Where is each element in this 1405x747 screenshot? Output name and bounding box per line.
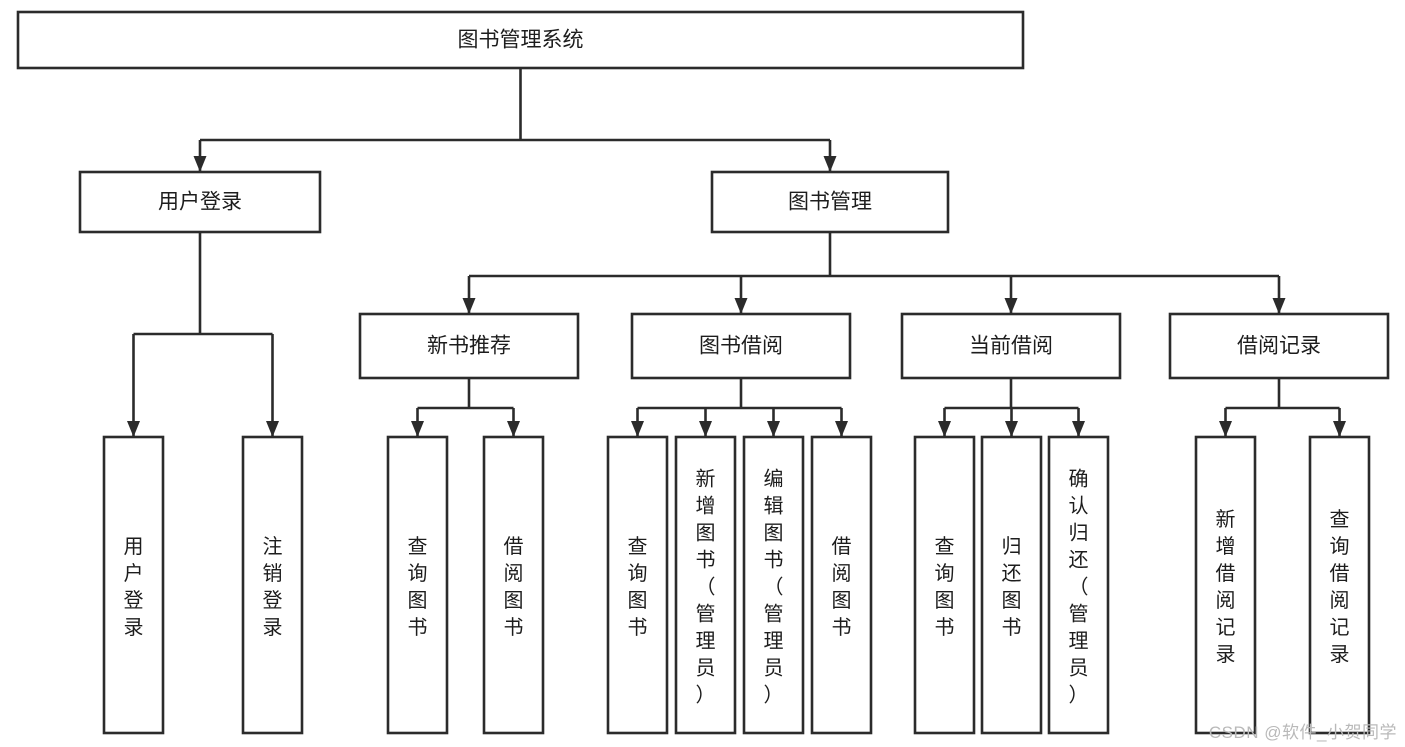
node-root-0[interactable]: 图书管理系统 [16,10,1025,70]
arrow-head-icon [193,156,207,172]
node-leaf-7[interactable]: 借阅图书 [810,435,873,735]
arrow-head-icon [266,421,279,437]
node-box[interactable] [630,312,852,380]
node-label: 查询借阅记录 [1330,508,1350,666]
node-box[interactable] [358,312,580,380]
node-box[interactable] [980,435,1043,735]
node-leaf-0[interactable]: 用户登录 [102,435,165,735]
node-box[interactable] [78,170,322,234]
node-leaf-1[interactable]: 注销登录 [241,435,304,735]
node-box[interactable] [241,435,304,735]
connector-新书推荐-to-leaves [411,378,520,437]
node-label: 图书管理系统 [458,29,584,52]
arrow-head-icon [734,298,748,314]
node-level2-3[interactable]: 借阅记录 [1168,312,1390,380]
connector-bookmgmt-to-level2 [462,232,1286,314]
node-label: 图书管理 [788,191,872,214]
arrow-head-icon [699,421,712,437]
node-level1-1[interactable]: 图书管理 [710,170,950,234]
arrow-head-icon [1004,298,1018,314]
node-box[interactable] [1168,312,1390,380]
arrow-head-icon [823,156,837,172]
node-box[interactable] [1308,435,1371,735]
arrow-head-icon [127,421,140,437]
node-box[interactable] [674,435,737,735]
node-label: 归还图书 [1002,535,1022,639]
node-leaf-2[interactable]: 查询图书 [386,435,449,735]
arrow-head-icon [1272,298,1286,314]
node-leaf-9[interactable]: 归还图书 [980,435,1043,735]
node-box[interactable] [710,170,950,234]
node-level2-2[interactable]: 当前借阅 [900,312,1122,380]
node-layer: 图书管理系统用户登录图书管理新书推荐图书借阅当前借阅借阅记录用户登录注销登录查询… [16,10,1390,735]
node-label: 查询图书 [935,535,955,639]
node-box[interactable] [606,435,669,735]
node-label: 注销登录 [263,535,283,639]
connector-userlogin-to-leaves [127,232,279,437]
node-leaf-12[interactable]: 查询借阅记录 [1308,435,1371,735]
node-leaf-4[interactable]: 查询图书 [606,435,669,735]
node-box[interactable] [913,435,976,735]
node-box[interactable] [1047,435,1110,735]
arrow-head-icon [1072,421,1085,437]
node-box[interactable] [1194,435,1257,735]
node-box[interactable] [16,10,1025,70]
node-label: 借阅图书 [832,535,852,639]
node-leaf-6[interactable]: 编辑图书（管理员） [742,435,805,735]
node-label: 新增图书（管理员） [696,468,716,707]
arrow-head-icon [411,421,424,437]
node-leaf-10[interactable]: 确认归还（管理员） [1047,435,1110,735]
node-box[interactable] [810,435,873,735]
node-level2-1[interactable]: 图书借阅 [630,312,852,380]
node-leaf-3[interactable]: 借阅图书 [482,435,545,735]
node-level1-0[interactable]: 用户登录 [78,170,322,234]
node-box[interactable] [386,435,449,735]
arrow-head-icon [1333,421,1346,437]
node-box[interactable] [742,435,805,735]
node-label: 用户登录 [158,191,242,214]
node-label: 用户登录 [124,536,144,639]
arrow-head-icon [507,421,520,437]
arrow-head-icon [767,421,780,437]
node-label: 借阅图书 [504,535,524,639]
node-box[interactable] [102,435,165,735]
connector-当前借阅-to-leaves [938,378,1085,437]
connector-借阅记录-to-leaves [1219,378,1346,437]
node-label: 编辑图书（管理员） [764,468,784,707]
arrow-head-icon [1005,421,1018,437]
node-label: 确认归还（管理员） [1069,468,1089,707]
node-leaf-5[interactable]: 新增图书（管理员） [674,435,737,735]
node-leaf-11[interactable]: 新增借阅记录 [1194,435,1257,735]
connector-图书借阅-to-leaves [631,378,848,437]
node-label: 图书借阅 [699,335,783,358]
connector-root-to-level1 [193,68,837,172]
node-level2-0[interactable]: 新书推荐 [358,312,580,380]
arrow-head-icon [1219,421,1232,437]
node-label: 新书推荐 [427,335,511,358]
node-leaf-8[interactable]: 查询图书 [913,435,976,735]
node-box[interactable] [482,435,545,735]
node-label: 当前借阅 [969,335,1053,358]
arrow-head-icon [835,421,848,437]
node-box[interactable] [900,312,1122,380]
node-label: 查询图书 [408,535,428,639]
arrow-head-icon [938,421,951,437]
node-label: 查询图书 [628,535,648,639]
node-label: 借阅记录 [1237,335,1321,358]
arrow-head-icon [462,298,476,314]
edge-layer [127,68,1346,437]
node-label: 新增借阅记录 [1216,508,1236,666]
arrow-head-icon [631,421,644,437]
